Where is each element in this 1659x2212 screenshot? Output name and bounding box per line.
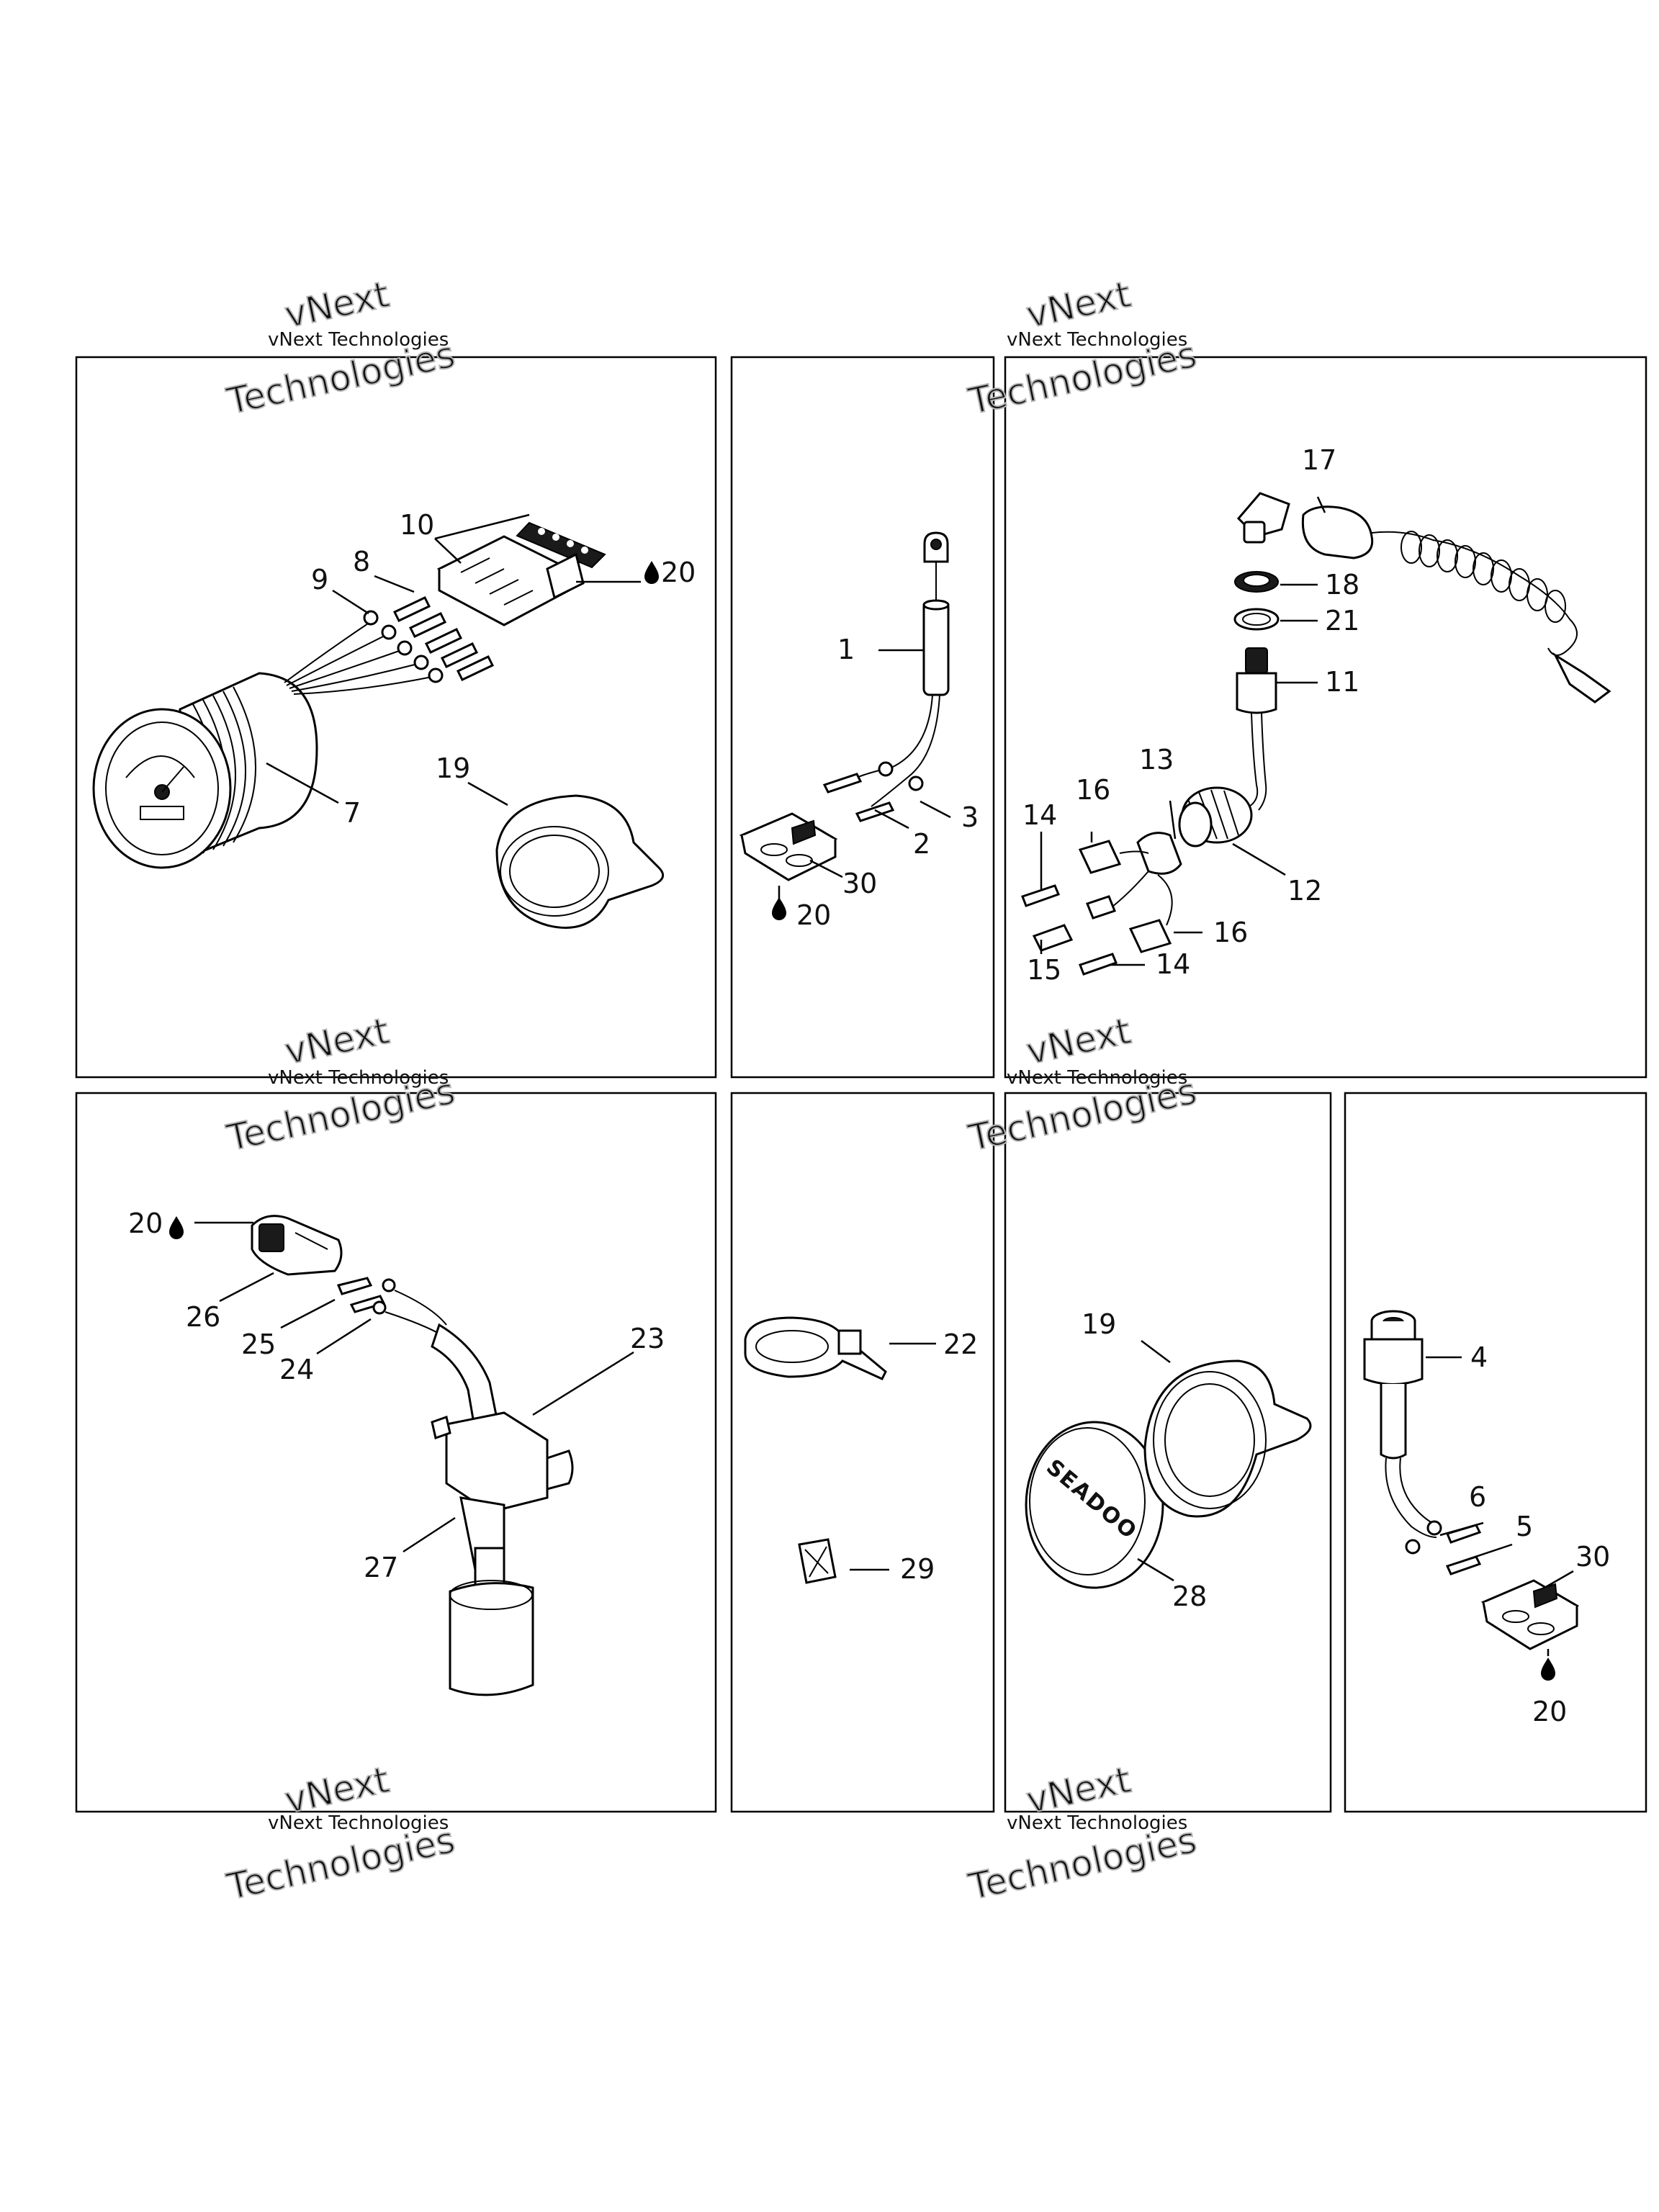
callout-7: 7	[343, 797, 361, 829]
callout-30a: 30	[842, 868, 877, 899]
watermark-caption: vNext Technologies	[1007, 1812, 1187, 1834]
watermarks: vNext Technologies vNext Technologies vN…	[222, 273, 1200, 1909]
callout-20d: 20	[1532, 1696, 1567, 1727]
panel-gauge	[75, 356, 717, 1079]
temp-sensor-assembly	[1363, 1310, 1580, 1650]
callout-5: 5	[1516, 1511, 1533, 1542]
callout-3: 3	[961, 801, 979, 833]
callout-6: 6	[1469, 1481, 1486, 1513]
callout-20b: 20	[796, 899, 831, 931]
panel-ties	[730, 1092, 995, 1813]
callout-16a: 16	[1076, 774, 1110, 806]
panel-frames	[75, 356, 1647, 1813]
callout-4: 4	[1470, 1341, 1488, 1373]
callout-10: 10	[400, 509, 434, 541]
panel-covers	[1004, 1092, 1332, 1813]
callout-1: 1	[837, 634, 855, 665]
watermark-caption: vNext Technologies	[1007, 1067, 1187, 1089]
callout-28: 28	[1172, 1581, 1207, 1612]
callout-20c: 20	[128, 1208, 163, 1239]
droplet-icon	[169, 1216, 184, 1239]
callout-20a: 20	[661, 557, 696, 588]
callout-18: 18	[1325, 569, 1359, 601]
watermark-stamp-line1: vNext	[1022, 1010, 1134, 1073]
callout-16b: 16	[1213, 917, 1248, 948]
watermark-stamp-line1: vNext	[1022, 274, 1134, 336]
fuel-sender-assembly	[251, 1215, 574, 1696]
callout-2: 2	[913, 828, 930, 860]
callout-labels: 10 8 9 20 7 19 1 3 2 30 20 17 18 21 11 1…	[128, 444, 1610, 1727]
panel-sensor	[730, 356, 995, 1079]
gauge-bezel-19	[495, 794, 665, 929]
droplet-icon	[644, 561, 659, 584]
callout-12: 12	[1287, 875, 1322, 907]
callout-27: 27	[364, 1552, 398, 1583]
callout-30b: 30	[1575, 1541, 1610, 1573]
callout-17: 17	[1302, 444, 1336, 476]
panel-fuel-sender	[75, 1092, 717, 1813]
callout-19b: 19	[1082, 1308, 1116, 1340]
callout-9: 9	[311, 564, 328, 595]
clip-29	[798, 1538, 837, 1584]
callout-22: 22	[943, 1328, 978, 1360]
watermark-caption: vNext Technologies	[268, 1067, 449, 1089]
panel-lanyard	[1004, 356, 1647, 1079]
callout-21: 21	[1325, 605, 1359, 637]
cable-tie-assembly	[744, 1316, 887, 1380]
watermark-caption: vNext Technologies	[268, 1812, 449, 1834]
callout-19a: 19	[436, 752, 470, 784]
gauge-assembly	[92, 521, 606, 869]
leader-lines	[194, 496, 1574, 1656]
sensor-assembly	[739, 531, 950, 881]
callout-26: 26	[186, 1301, 220, 1333]
callout-23: 23	[630, 1323, 665, 1354]
callout-14b: 14	[1156, 948, 1190, 980]
callout-29: 29	[900, 1553, 935, 1585]
cap-28: SEADOO	[1025, 1421, 1164, 1589]
callout-15: 15	[1027, 954, 1061, 986]
callout-11: 11	[1325, 666, 1359, 698]
gauge-bezel-19b	[1143, 1359, 1312, 1518]
panel-temp-sensor	[1344, 1092, 1647, 1813]
droplet-icon	[1541, 1658, 1555, 1681]
droplet-icon	[772, 897, 786, 920]
watermark-caption: vNext Technologies	[1007, 329, 1187, 351]
callout-8: 8	[353, 546, 370, 577]
callout-25: 25	[241, 1328, 276, 1360]
watermark-caption: vNext Technologies	[268, 329, 449, 351]
callout-13: 13	[1139, 744, 1174, 775]
watermark-stamp-line1: vNext	[281, 274, 392, 336]
lanyard-assembly	[1021, 492, 1611, 976]
callout-14a: 14	[1022, 799, 1057, 831]
callout-24: 24	[279, 1354, 314, 1385]
watermark-stamp-line1: vNext	[281, 1010, 392, 1073]
